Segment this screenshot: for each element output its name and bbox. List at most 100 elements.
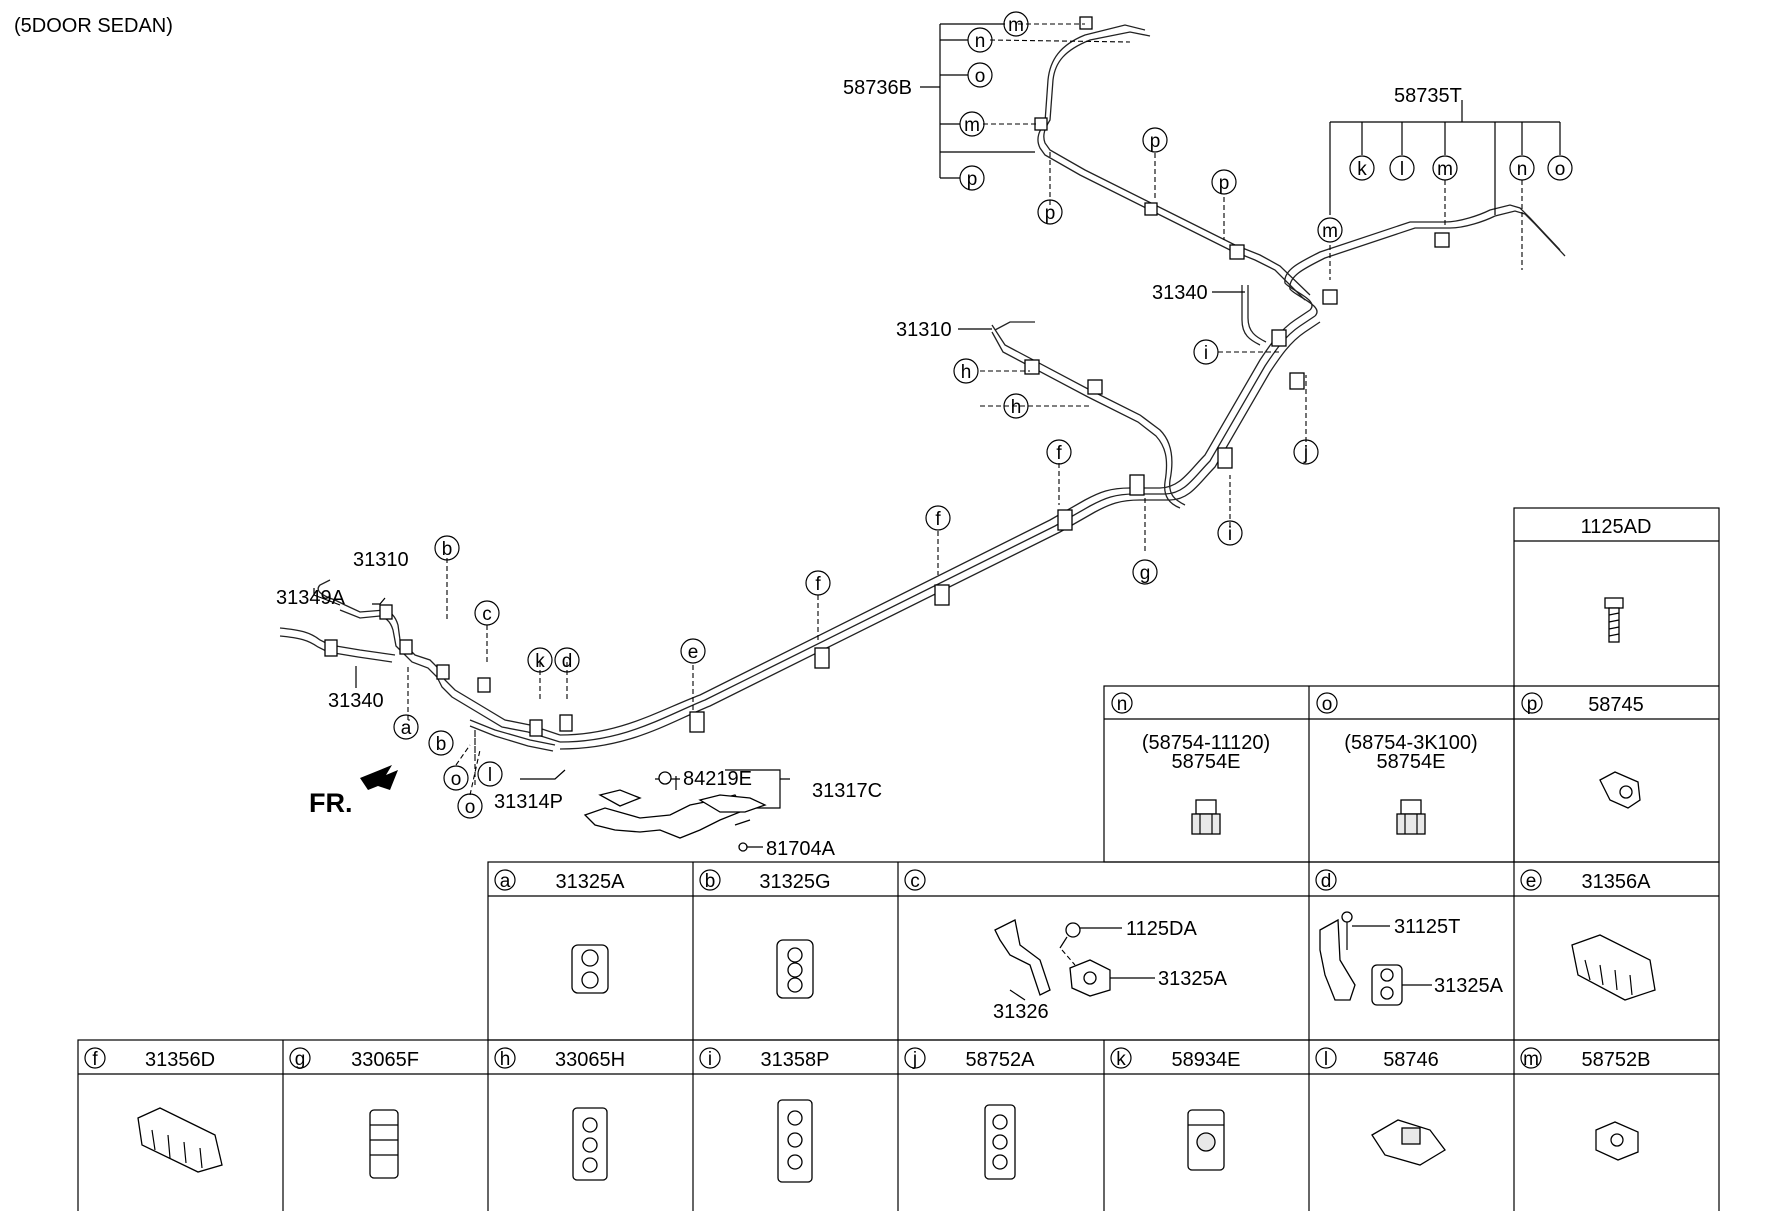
callout-1125DA: 1125DA — [1126, 918, 1197, 940]
svg-text:i: i — [1204, 343, 1208, 364]
diagram-labels: 58736B 58735T 31340 31310 31310 31349A 3… — [276, 77, 1462, 860]
callout-31325A: 31325A — [1434, 975, 1504, 997]
svg-text:l: l — [1400, 159, 1404, 180]
marker-b2: b — [428, 730, 454, 756]
marker-l1: l — [1389, 155, 1415, 181]
part-number: 33065F — [351, 1049, 419, 1071]
svg-text:h: h — [500, 1049, 511, 1070]
label-31310-left: 31310 — [353, 549, 409, 571]
marker-i1: i — [1193, 339, 1219, 365]
marker-k2: k — [527, 647, 553, 673]
svg-text:b: b — [442, 539, 453, 560]
part-number: 58746 — [1383, 1049, 1439, 1071]
svg-text:m: m — [1322, 221, 1338, 242]
part-number: 58754E — [1377, 751, 1446, 773]
svg-text:p: p — [1045, 203, 1056, 224]
fitting-icon — [1396, 799, 1426, 835]
svg-text:m: m — [1008, 15, 1024, 36]
marker-o1: o — [967, 62, 993, 88]
cell-b-31325G: b 31325G — [699, 869, 831, 999]
cell-a-31325A: a 31325A — [494, 869, 626, 994]
marker-i2: i — [1217, 520, 1243, 546]
front-direction-label: FR. — [309, 788, 353, 818]
clip-icon — [137, 1107, 223, 1173]
svg-text:o: o — [451, 769, 462, 790]
marker-m2: m — [959, 111, 985, 137]
svg-text:b: b — [705, 871, 716, 892]
svg-text:j: j — [1303, 443, 1308, 464]
marker-g1: g — [1132, 559, 1158, 585]
svg-text:o: o — [465, 797, 476, 818]
svg-text:n: n — [975, 31, 986, 52]
cell-i-31358P: i 31358P — [699, 1047, 830, 1183]
page-title: (5DOOR SEDAN) — [14, 15, 173, 37]
label-31310-mid: 31310 — [896, 319, 952, 341]
svg-text:n: n — [1517, 159, 1528, 180]
marker-e1: e — [680, 638, 706, 664]
callout-31325A: 31325A — [1158, 968, 1228, 990]
bolt-icon — [1604, 597, 1624, 643]
svg-text:a: a — [500, 871, 511, 892]
svg-text:f: f — [92, 1049, 98, 1070]
svg-text:e: e — [688, 642, 699, 663]
marker-f2: f — [925, 505, 951, 531]
part-number: 58745 — [1588, 694, 1644, 716]
cell-p-58745: p 58745 — [1521, 692, 1644, 809]
part-number: 31325G — [759, 871, 830, 893]
svg-text:h: h — [961, 362, 972, 383]
marker-p1: p — [959, 165, 985, 191]
marker-h1: h — [953, 358, 979, 384]
label-31314P: 31314P — [494, 791, 563, 813]
part-number: 31358P — [761, 1049, 830, 1071]
cell-f-31356D: f 31356D — [84, 1047, 223, 1173]
svg-text:l: l — [488, 765, 492, 786]
parts-table-grid — [77, 507, 1720, 1211]
pipe-assembly — [279, 24, 1566, 752]
marker-p3: p — [1142, 127, 1168, 153]
cell-l-58746: l 58746 — [1315, 1047, 1446, 1166]
svg-text:o: o — [975, 66, 986, 87]
clip-icon — [572, 1107, 608, 1181]
svg-text:o: o — [1555, 159, 1566, 180]
callout-31125T: 31125T — [1394, 916, 1460, 938]
cell-g-33065F: g 33065F — [289, 1047, 419, 1179]
svg-text:k: k — [1116, 1049, 1126, 1070]
cell-e-31356A: e 31356A — [1520, 869, 1656, 1001]
marker-n1: n — [967, 27, 993, 53]
clip-icon — [984, 1104, 1016, 1180]
svg-text:l: l — [1324, 1049, 1328, 1070]
part-number: 31325A — [556, 871, 626, 893]
marker-f1: f — [1046, 439, 1072, 465]
marker-h2: h — [1003, 393, 1029, 419]
clamp-icon — [571, 944, 609, 994]
svg-text:e: e — [1526, 871, 1537, 892]
svg-text:b: b — [436, 734, 447, 755]
label-31340-left: 31340 — [328, 690, 384, 712]
label-84219E: 84219E — [683, 768, 752, 790]
svg-text:i: i — [708, 1049, 712, 1070]
svg-text:d: d — [1321, 871, 1332, 892]
clip-icon — [1371, 1119, 1446, 1166]
svg-text:h: h — [1011, 397, 1022, 418]
marker-d1: d — [554, 647, 580, 673]
marker-p2: p — [1037, 199, 1063, 225]
cell-j-58752A: j 58752A — [904, 1047, 1035, 1180]
svg-text:p: p — [1150, 131, 1161, 152]
label-31317C: 31317C — [812, 780, 882, 802]
letter-markers: m n o m p p p p k l m n o m i j h h f f … — [393, 11, 1573, 819]
clip-icon — [1599, 771, 1641, 809]
clip-icon — [1187, 1109, 1225, 1171]
svg-text:c: c — [910, 871, 920, 892]
marker-k1: k — [1349, 155, 1375, 181]
clip-icon — [777, 1099, 813, 1183]
svg-text:p: p — [967, 169, 978, 190]
label-58735T: 58735T — [1394, 85, 1462, 107]
part-number: 33065H — [555, 1049, 625, 1071]
svg-text:f: f — [1056, 443, 1062, 464]
marker-n2: n — [1509, 155, 1535, 181]
marker-j1: j — [1293, 439, 1319, 465]
svg-text:d: d — [562, 651, 573, 672]
cell-m-58752B: m 58752B — [1520, 1047, 1650, 1161]
cell-k-58934E: k 58934E — [1110, 1047, 1240, 1171]
